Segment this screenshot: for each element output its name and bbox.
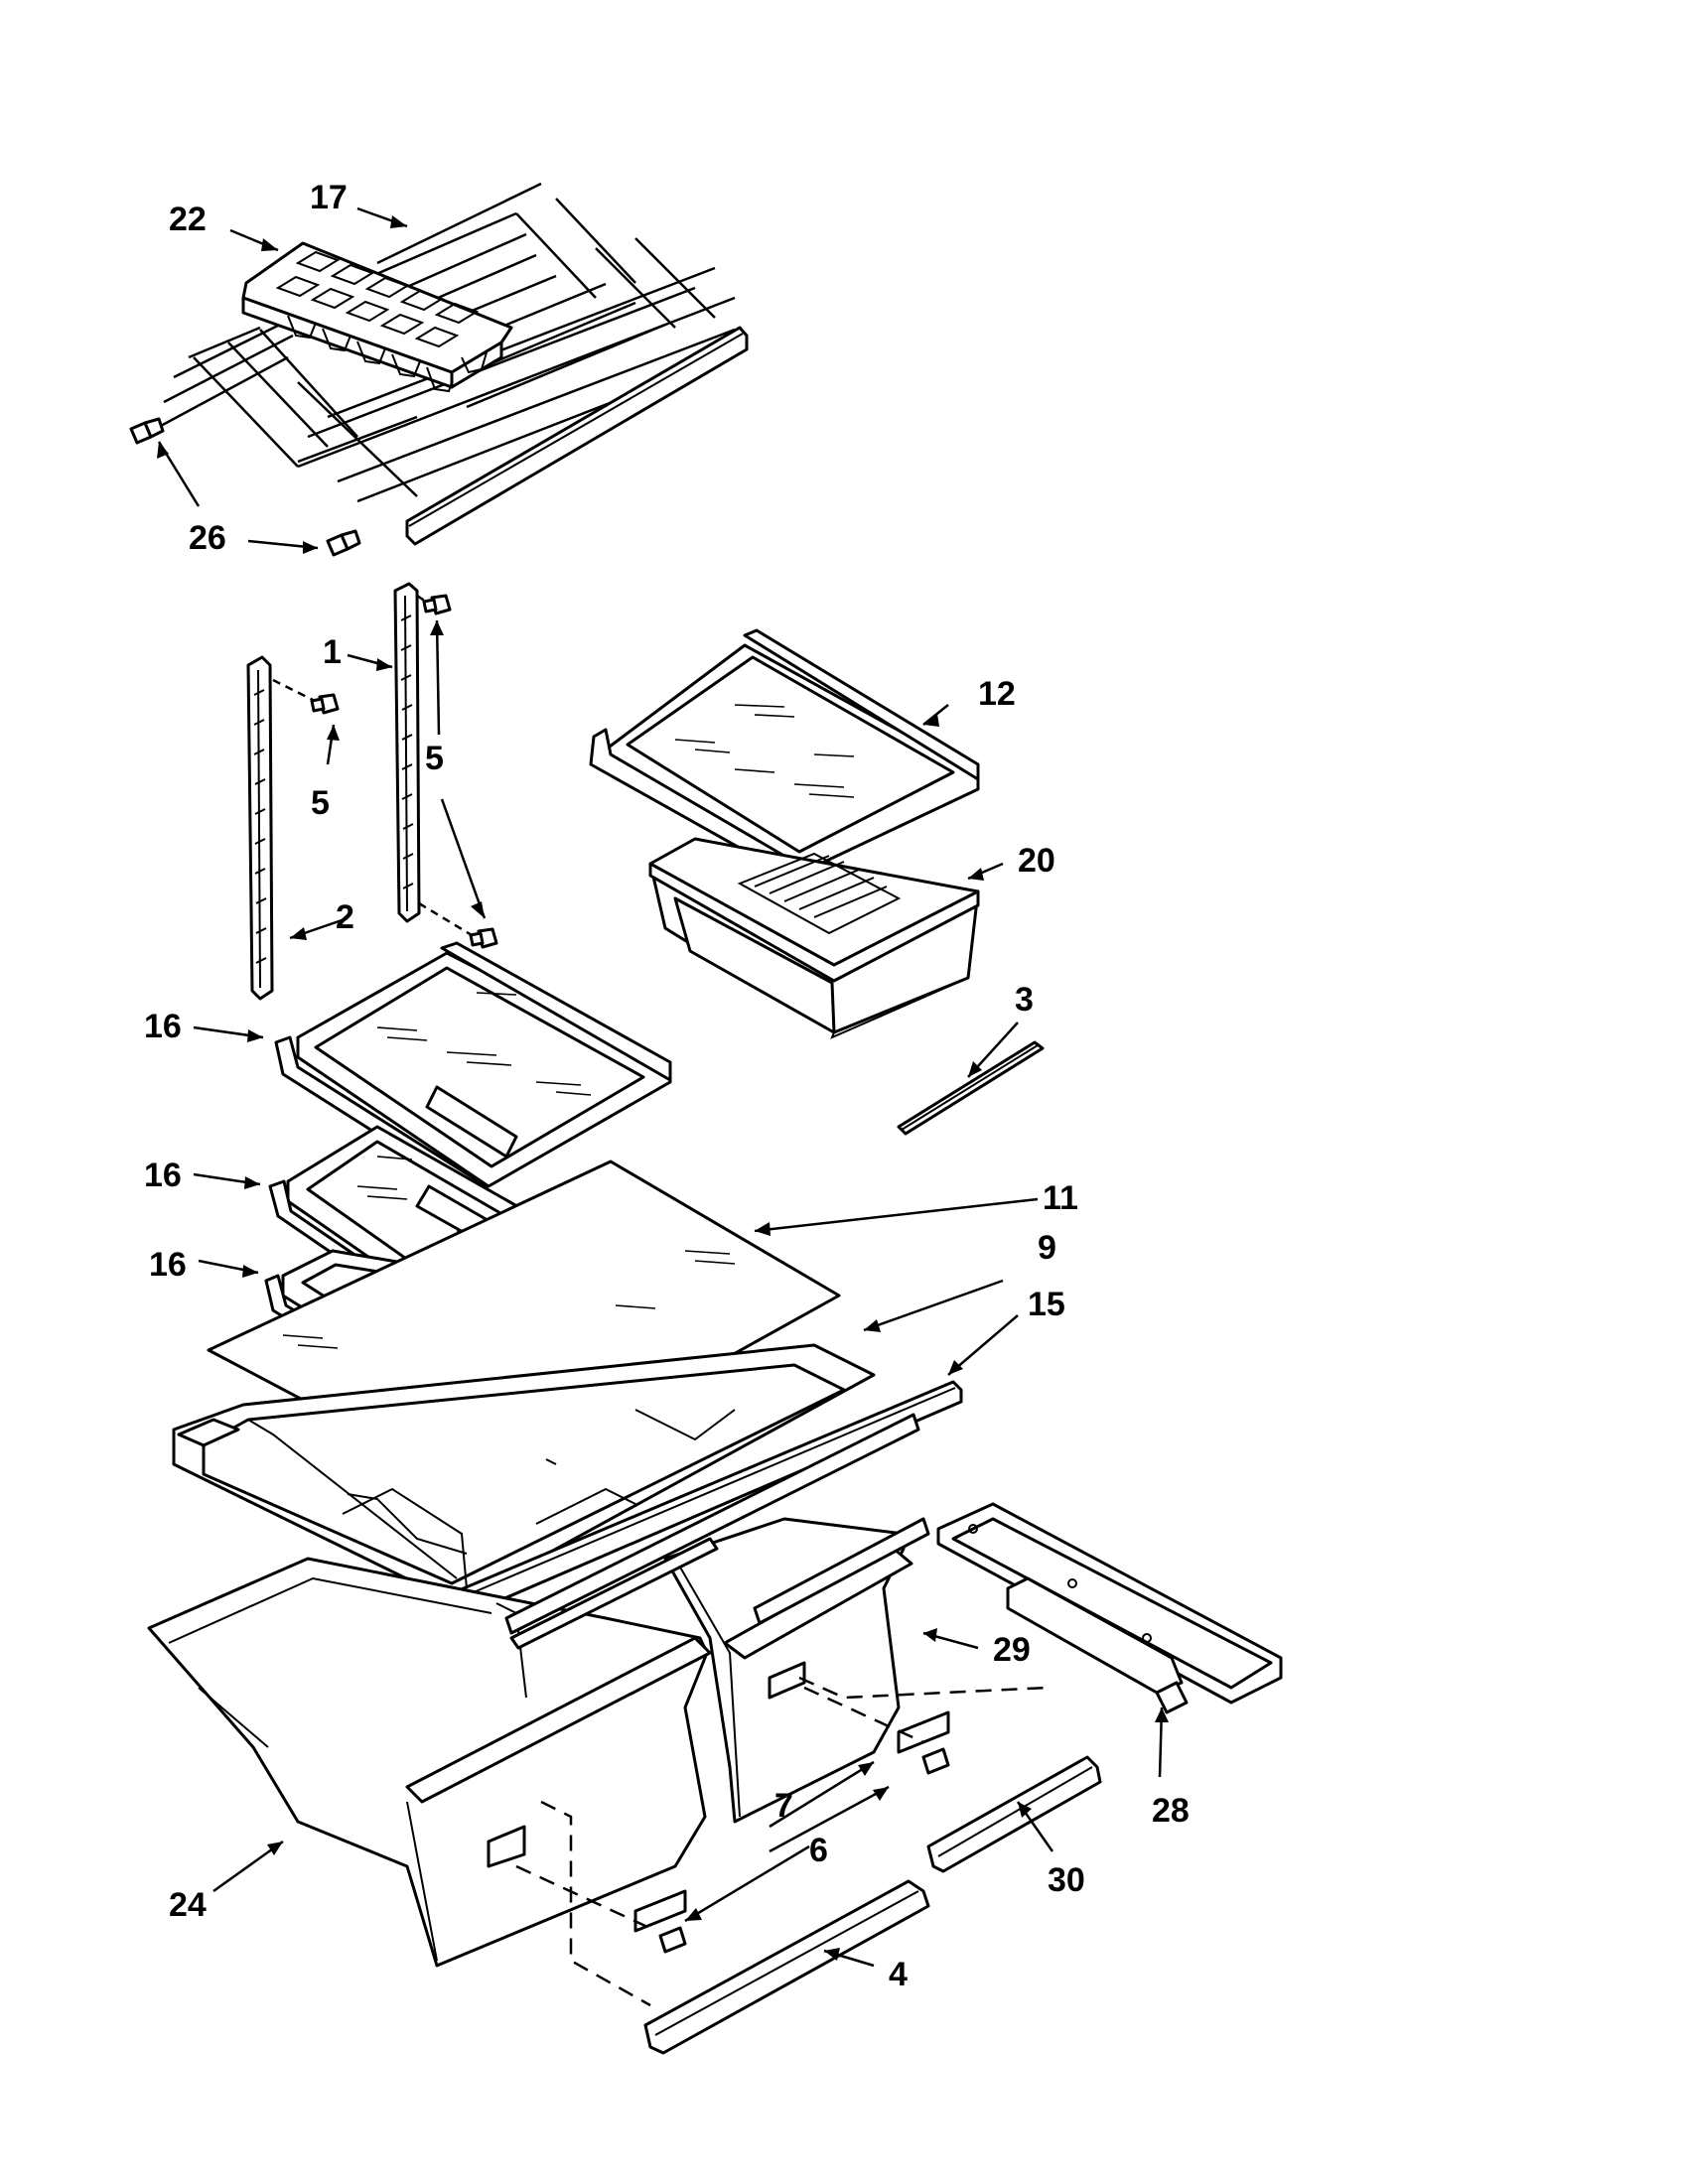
callout-28: 28: [1152, 1792, 1190, 1830]
callout-4: 4: [889, 1956, 908, 1993]
arrowheads: [157, 215, 1169, 1961]
snack-pan: [648, 837, 980, 1039]
callout-26: 26: [189, 519, 226, 557]
callout-6: 6: [809, 1832, 828, 1869]
crisper-drawer-right: [663, 1517, 913, 1824]
alignment-lines: [515, 1676, 1049, 2007]
crisper-drawer-left: [147, 1557, 712, 1968]
callout-30: 30: [1048, 1861, 1085, 1899]
callout-2: 2: [336, 898, 354, 936]
callout-11: 11: [1043, 1179, 1078, 1217]
callout-20: 20: [1018, 842, 1055, 880]
drawer-handles: [509, 1517, 1102, 2055]
callout-5-left: 5: [311, 784, 330, 822]
callout-3: 3: [1015, 981, 1034, 1019]
callout-5-right: 5: [425, 740, 444, 777]
callout-9: 9: [1038, 1229, 1056, 1267]
callout-22: 22: [169, 201, 207, 238]
callout-7: 7: [774, 1787, 793, 1825]
callout-16-bottom: 16: [149, 1246, 187, 1284]
slide-brackets: [633, 1502, 1283, 1954]
callout-12: 12: [978, 675, 1016, 713]
callout-15: 15: [1028, 1286, 1065, 1323]
ladder-screws: [272, 594, 498, 949]
trim-strip: [897, 1040, 1045, 1136]
callout-16-top: 16: [144, 1008, 182, 1045]
callout-24: 24: [169, 1886, 207, 1924]
crisper-cover-frame: [172, 1343, 876, 1605]
shelf-pins: [129, 417, 361, 557]
callouts: 22 17 26 1 5 5 2 12 20 3 16 16 16 11 9 1…: [144, 179, 1190, 1993]
snack-pan-cover: [589, 628, 980, 881]
callout-16-middle: 16: [144, 1157, 182, 1194]
callout-29: 29: [993, 1631, 1031, 1669]
shelf-ladder-right: [393, 582, 421, 923]
shelf-ladder-left: [246, 655, 274, 1001]
divider-frame: [342, 1413, 920, 1635]
callout-1: 1: [323, 633, 342, 671]
ice-tray: [241, 241, 513, 393]
callout-17: 17: [310, 179, 348, 216]
